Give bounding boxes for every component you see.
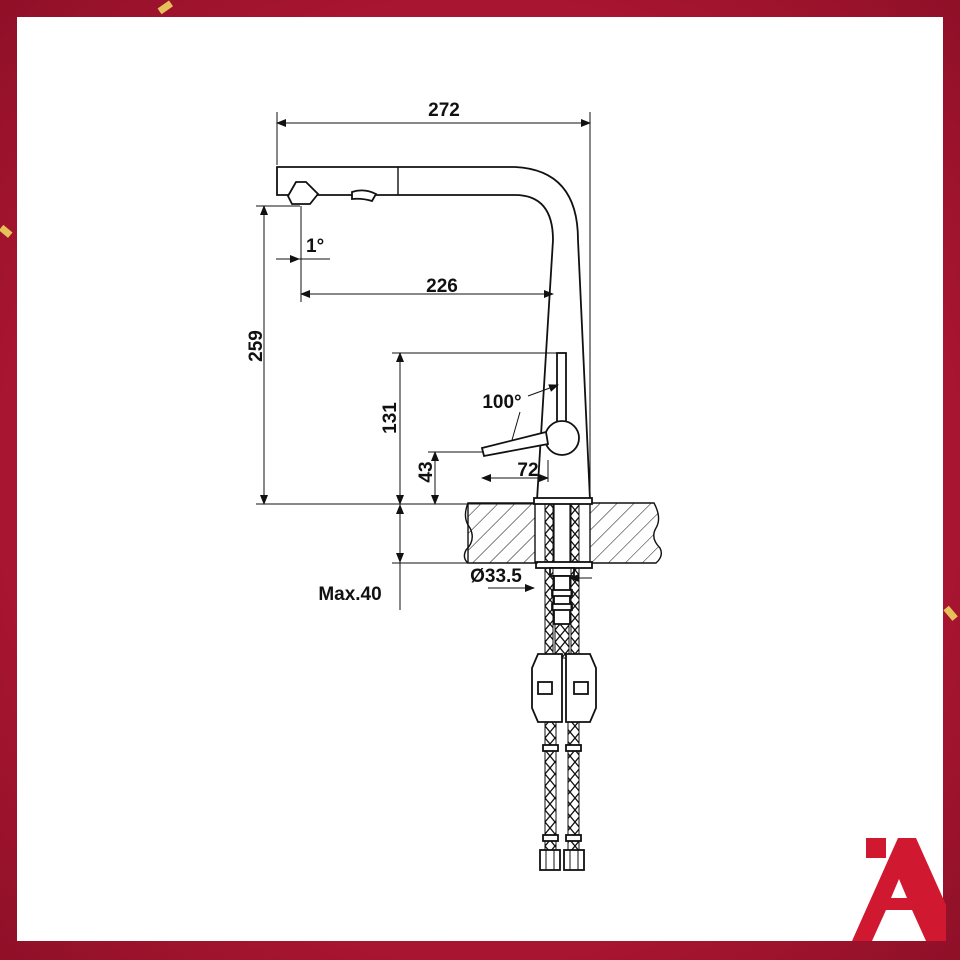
diagram-panel xyxy=(17,17,943,941)
label-spout-angle: 1° xyxy=(306,236,324,257)
dimension-lines xyxy=(256,112,592,610)
brand-logo-icon xyxy=(852,838,946,941)
countertop-section xyxy=(463,502,663,564)
label-overall-width: 272 xyxy=(428,100,460,121)
confetti-decoration xyxy=(0,0,958,621)
label-handle-angle: 100° xyxy=(482,392,521,413)
label-lever-height: 43 xyxy=(416,461,437,482)
label-spout-reach: 226 xyxy=(426,276,458,297)
label-handle-height: 131 xyxy=(380,402,401,434)
hoses-and-shank xyxy=(531,502,597,871)
label-max-thickness: Max.40 xyxy=(318,584,381,605)
label-total-height: 259 xyxy=(246,330,267,362)
label-hole-diameter: Ø33.5 xyxy=(470,566,522,587)
label-lever-reach: 72 xyxy=(517,460,538,481)
dimension-labels: 272 226 1° 259 131 43 72 100° Ø33.5 Max.… xyxy=(246,100,539,605)
